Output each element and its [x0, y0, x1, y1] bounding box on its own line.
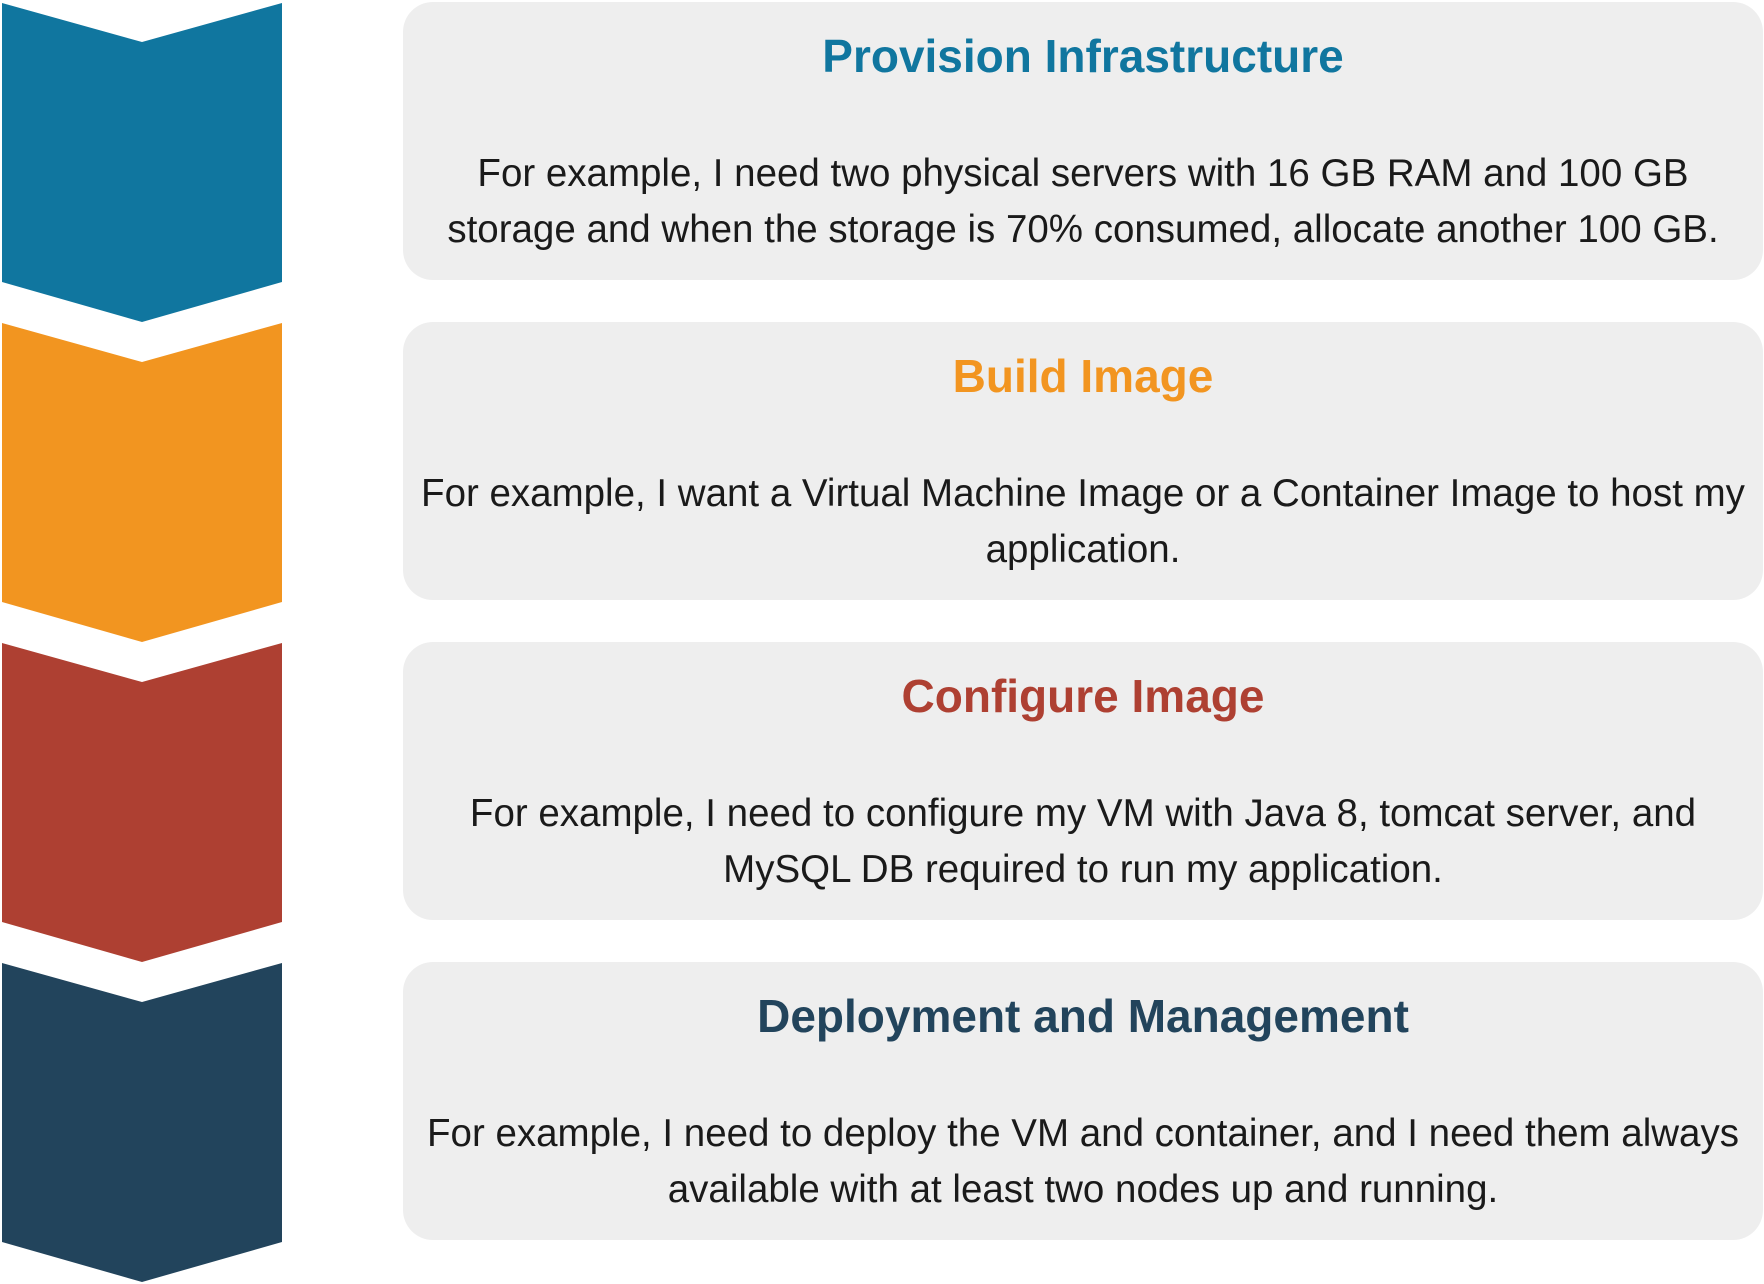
step-card-build-image: Build Image For example, I want a Virtua…: [403, 322, 1763, 600]
step-title: Provision Infrastructure: [822, 30, 1344, 82]
chevron-step-2: [2, 323, 282, 642]
step-title: Build Image: [952, 350, 1214, 402]
chevron-step-1: [2, 3, 282, 322]
chevron-process-arrows: [2, 3, 282, 1282]
step-title: Deployment and Management: [757, 990, 1409, 1042]
step-card-deployment-and-management: Deployment and Management For example, I…: [403, 962, 1763, 1240]
step-title: Configure Image: [901, 670, 1265, 722]
step-description: For example, I need two physical servers…: [447, 152, 1719, 251]
chevron-step-4: [2, 963, 282, 1282]
step-card-configure-image: Configure Image For example, I need to c…: [403, 642, 1763, 920]
step-description: For example, I need to configure my VM w…: [469, 792, 1697, 891]
step-description: For example, I need to deploy the VM and…: [427, 1112, 1739, 1211]
chevron-step-3: [2, 643, 282, 962]
step-description: For example, I want a Virtual Machine Im…: [421, 472, 1745, 571]
step-card-provision-infrastructure: Provision Infrastructure For example, I …: [403, 2, 1763, 280]
